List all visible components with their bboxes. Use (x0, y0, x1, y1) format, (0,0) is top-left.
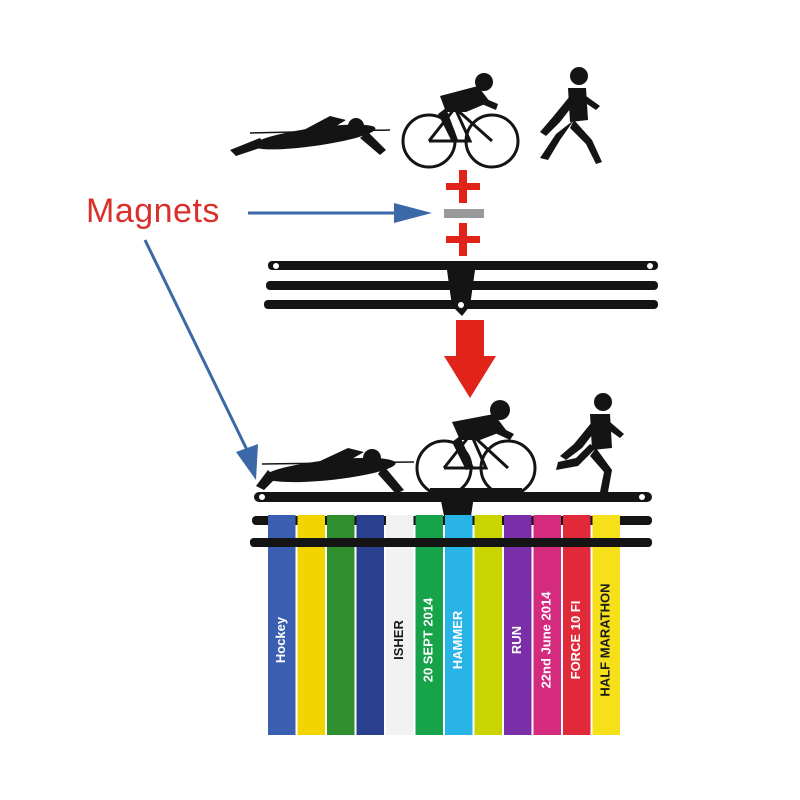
medal-ribbon (327, 515, 355, 735)
medal-ribbon (356, 515, 384, 735)
medal-hanger-icon (264, 261, 658, 316)
cyclist-icon (415, 400, 537, 497)
ribbon-label: Hockey (273, 616, 288, 663)
medal-ribbon (297, 515, 325, 735)
medal-ribbon (386, 515, 414, 735)
magnet-stack (444, 170, 484, 256)
medal-ribbon (268, 515, 296, 735)
medal-ribbon (504, 515, 532, 735)
ribbon-label: HALF MARATHON (598, 583, 613, 696)
medal-ribbon (445, 515, 473, 735)
plus-icon (446, 170, 480, 203)
cyclist-icon (401, 73, 520, 169)
medal-ribbons: Hockey ISHER 20 SEPT 2014 HAMMER RUN 22nd Jun… (268, 515, 620, 735)
ribbon-label: FORCE 10 FI (568, 601, 583, 680)
swimmer-icon (230, 116, 391, 156)
top-silhouettes (230, 67, 602, 169)
pointer-arrows (143, 203, 432, 480)
medal-ribbon (563, 515, 591, 735)
runner-icon (556, 393, 624, 492)
ribbon-label: 20 SEPT 2014 (421, 597, 436, 682)
rack-front-bar (250, 538, 652, 547)
medal-ribbon (415, 515, 443, 735)
medal-ribbon (474, 515, 502, 735)
arrow-to-rack-icon (143, 239, 250, 453)
runner-icon (540, 67, 602, 164)
rack-silhouettes (256, 393, 624, 497)
ribbon-label: 22nd June 2014 (539, 591, 554, 689)
down-arrow-icon (444, 320, 496, 398)
assembled-rack: Hockey ISHER 20 SEPT 2014 HAMMER RUN 22nd Jun… (250, 393, 652, 735)
swimmer-icon (256, 448, 415, 494)
magnets-caption: Magnets (86, 192, 220, 230)
ribbon-label: ISHER (391, 620, 406, 660)
plus-icon (446, 223, 480, 256)
medal-ribbon (533, 515, 561, 735)
medal-ribbon (592, 515, 620, 735)
ribbon-label: HAMMER (450, 610, 465, 669)
magnet-icon (444, 209, 484, 218)
ribbon-label: RUN (509, 626, 524, 654)
